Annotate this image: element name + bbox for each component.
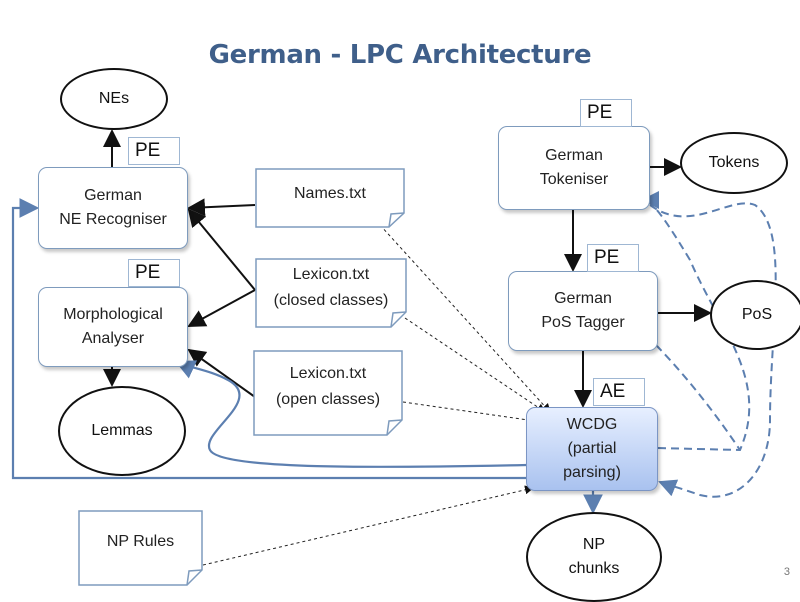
resource-np-rules-label: NP Rules — [106, 533, 175, 551]
output-tokens-label: Tokens — [708, 154, 760, 171]
process-wcdg: WCDG (partial parsing) — [526, 407, 658, 491]
output-nes-label: NEs — [98, 90, 130, 107]
edge-lexclosed-to-ner — [187, 208, 256, 291]
edge-lexopen-to-morph — [187, 348, 256, 398]
edge-lexopen-to-wcdg — [402, 401, 543, 426]
document-shape — [78, 510, 203, 586]
resource-np-rules: NP Rules — [78, 510, 203, 586]
resource-names: Names.txt — [255, 168, 405, 228]
resource-lexicon-closed: Lexicon.txt (closed classes) — [255, 258, 407, 328]
process-pos-tagger-label: German PoS Tagger — [541, 290, 625, 331]
resource-lexicon-open-label: Lexicon.txt (open classes) — [275, 364, 381, 408]
edge-lexclosed-to-wcdg — [404, 317, 546, 413]
edge-tagger-to-wcdg-dashed — [655, 344, 741, 451]
process-ne-recogniser: German NE Recogniser — [38, 167, 188, 249]
resource-lexicon-open: Lexicon.txt (open classes) — [253, 350, 403, 436]
output-pos: PoS — [710, 280, 800, 350]
tag-pe-tagger: PE — [587, 244, 639, 272]
process-tokeniser: German Tokeniser — [498, 126, 650, 210]
tag-ae-wcdg: AE — [593, 378, 645, 406]
process-morph-analyser: Morphological Analyser — [38, 287, 188, 367]
process-wcdg-label: WCDG (partial parsing) — [563, 416, 621, 481]
output-np-chunks-label: NP chunks — [568, 536, 620, 577]
tag-pe-morph: PE — [128, 259, 180, 287]
edge-lexclosed-to-morph — [187, 289, 256, 327]
tag-pe-ner: PE — [128, 137, 180, 165]
resource-names-label: Names.txt — [293, 184, 366, 202]
output-np-chunks: NP chunks — [526, 512, 662, 602]
edge-names-to-wcdg — [379, 224, 551, 413]
edge-wcdg-to-morph-loop — [175, 360, 528, 468]
edge-nprules-to-wcdg — [202, 485, 534, 566]
document-shape — [255, 258, 407, 328]
resource-lexicon-closed-label: Lexicon.txt (closed classes) — [273, 265, 389, 309]
tag-pe-tokeniser: PE — [580, 99, 632, 127]
edge-names-to-ner — [187, 198, 256, 217]
document-shape — [253, 350, 403, 436]
output-tokens: Tokens — [680, 132, 788, 194]
process-ne-recogniser-label: German NE Recogniser — [59, 187, 167, 228]
output-lemmas: Lemmas — [58, 386, 186, 476]
page-number: 3 — [783, 566, 790, 578]
edge-wcdg-to-ner-loop — [11, 198, 527, 480]
page-title: German - LPC Architecture — [208, 40, 592, 70]
process-morph-analyser-label: Morphological Analyser — [63, 306, 163, 347]
output-lemmas-label: Lemmas — [91, 422, 153, 439]
output-nes: NEs — [60, 68, 168, 130]
output-pos-label: PoS — [741, 306, 773, 323]
process-tokeniser-label: German Tokeniser — [539, 147, 609, 188]
document-shape — [255, 168, 405, 228]
edge-wcdg-to-tokeniser-dashed — [641, 191, 751, 452]
process-pos-tagger: German PoS Tagger — [508, 271, 658, 351]
edge-tokeniser-loop-dashed — [649, 202, 777, 498]
